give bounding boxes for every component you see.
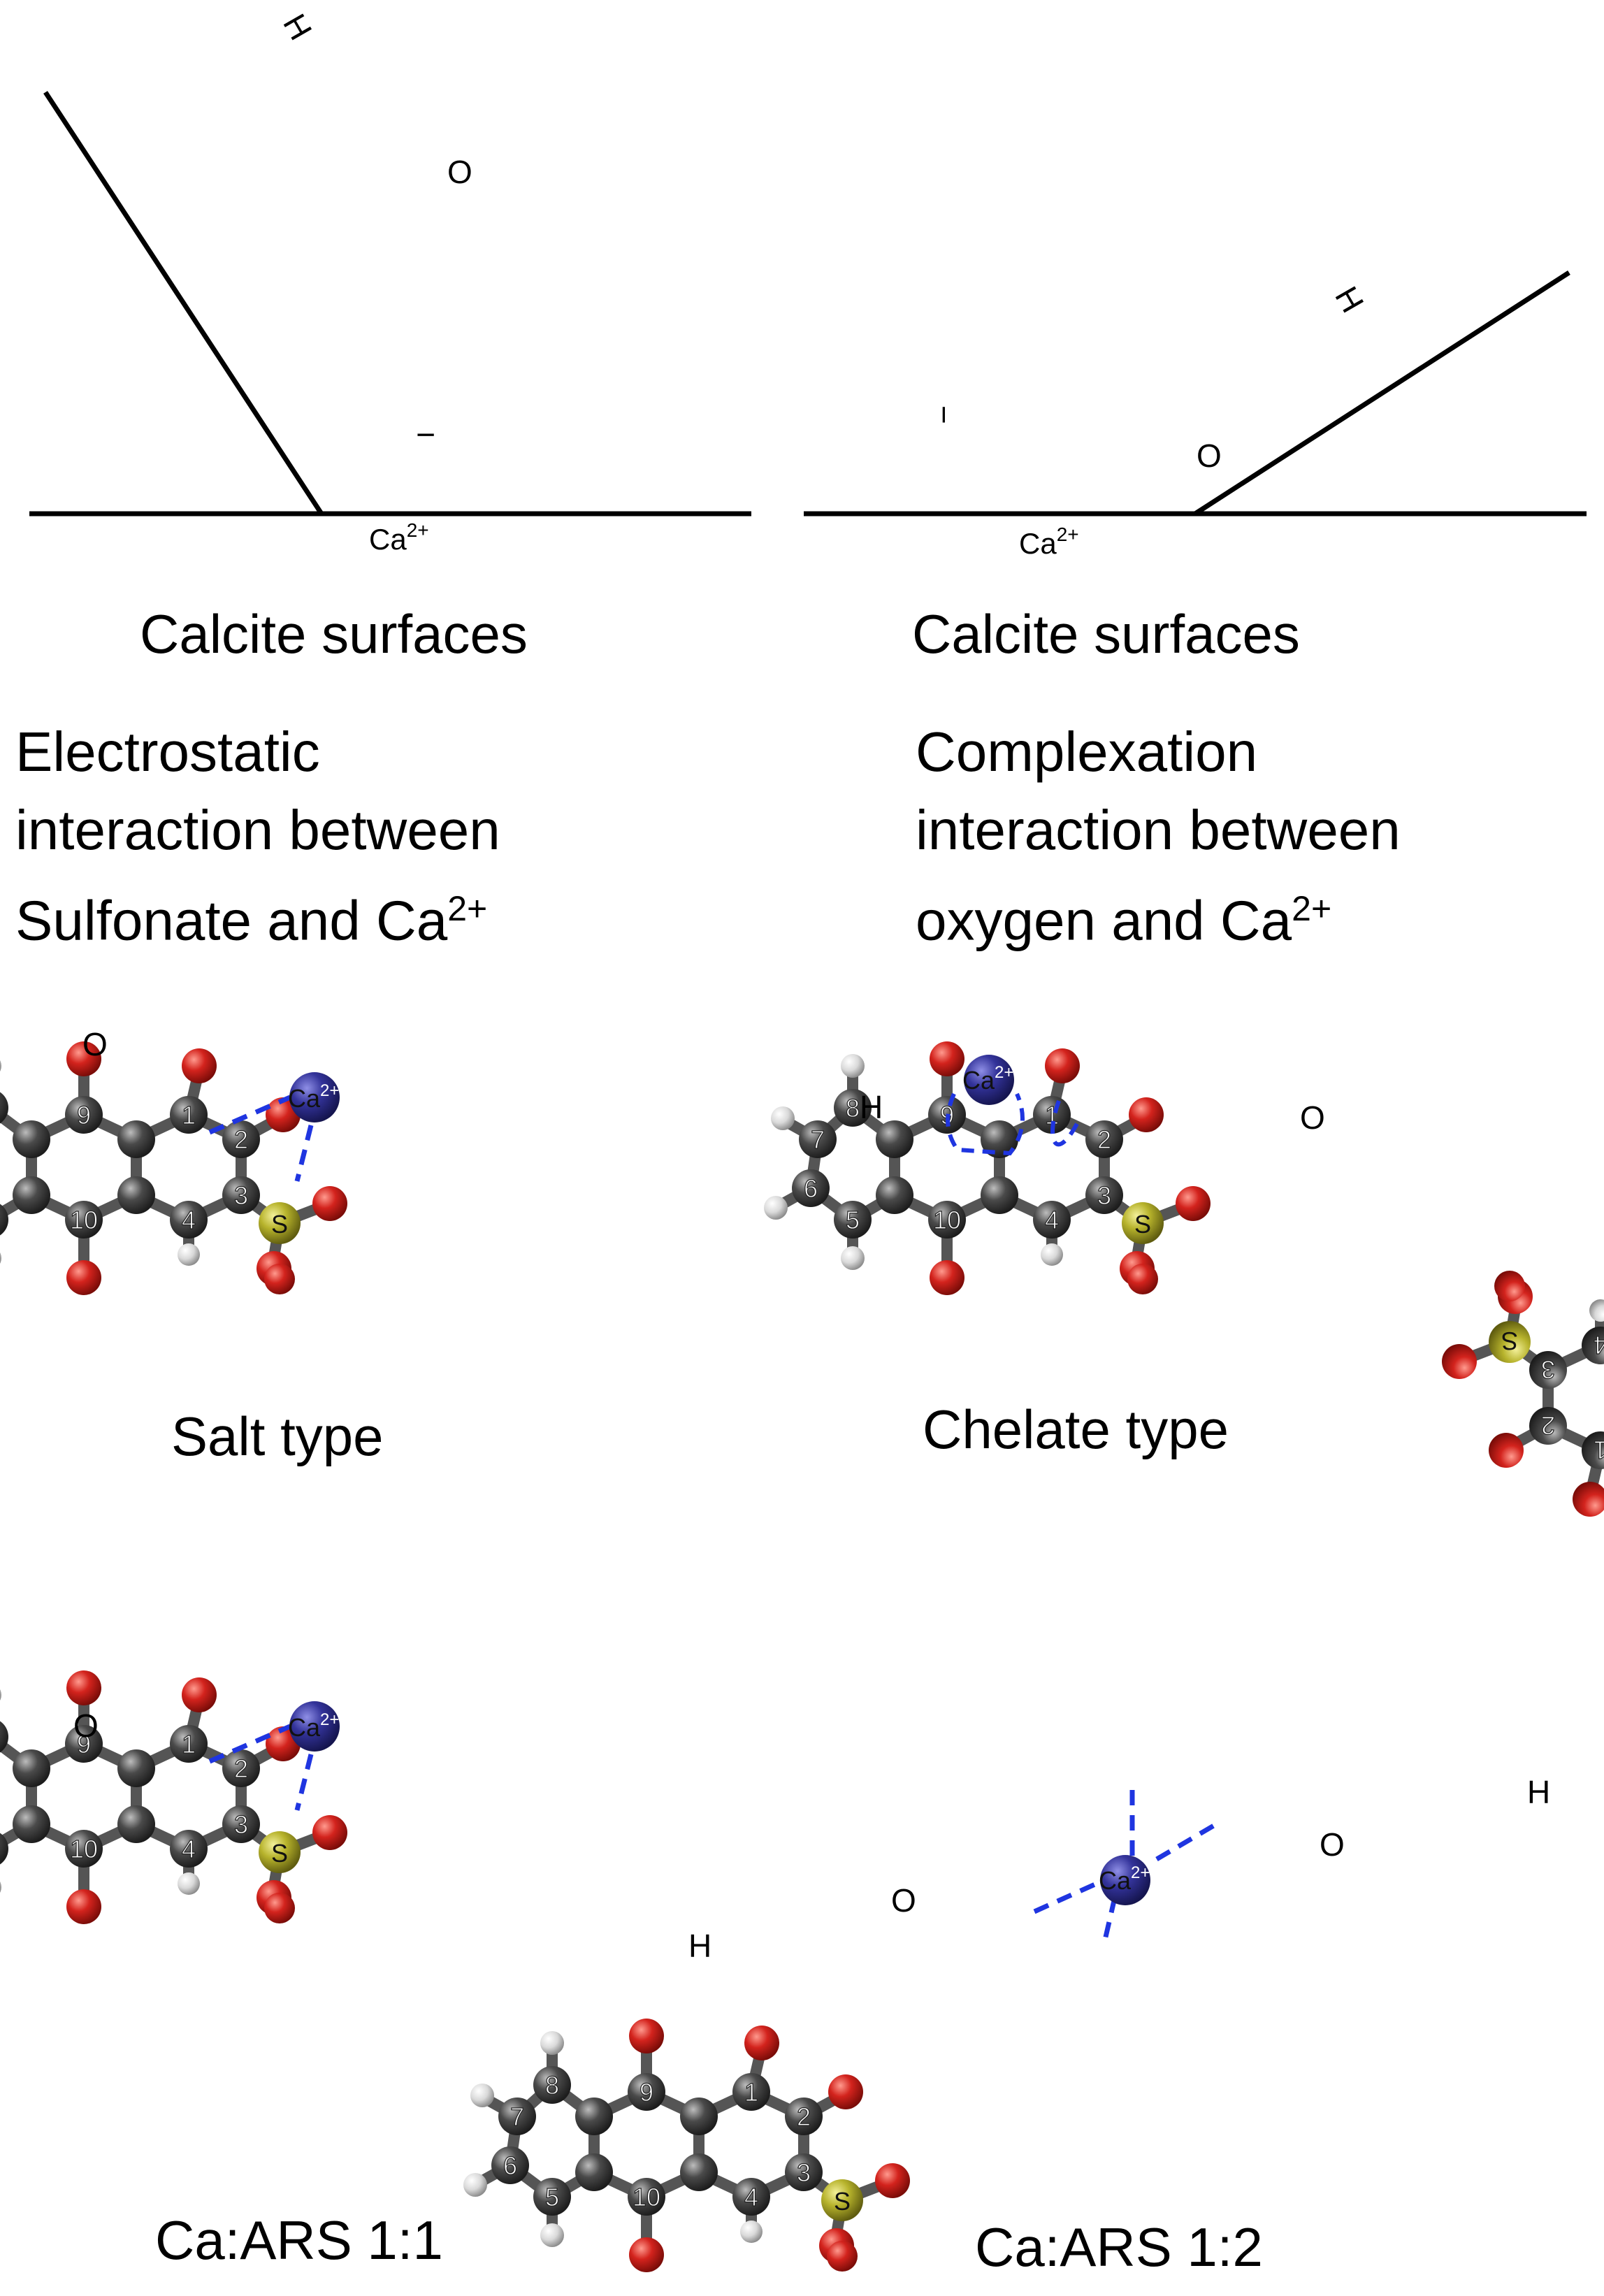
- panel-salt-type: Ca2+ O H: [0, 1026, 347, 1295]
- surface-ion-label: Ca2+: [369, 519, 429, 556]
- coordination-bond: [1050, 1099, 1082, 1147]
- ars-molecule: [0, 1041, 347, 1295]
- caption-ratio-1-2: Ca:ARS 1:2: [975, 2216, 1263, 2278]
- oxygen-label: O: [73, 1707, 99, 1744]
- desc-line: oxygen and Ca2+: [916, 889, 1332, 952]
- panel-chelate-type: Ca2+ O H: [764, 1041, 1325, 1295]
- calcium-ion-label: Ca2+: [288, 1081, 339, 1113]
- oxygen-label: O: [82, 1026, 108, 1062]
- calcium-ion-label: Ca2+: [962, 1063, 1013, 1095]
- coordination-bond: [1155, 1821, 1218, 1862]
- oxygen-label-lower: O: [891, 1882, 916, 1919]
- charge-sign: −: [416, 417, 435, 454]
- ars-molecule-lower: [463, 2019, 910, 2272]
- hydrogen-label: H: [1328, 280, 1371, 319]
- charge-sign: −: [926, 405, 962, 424]
- surface-ion-label: Ca2+: [1019, 524, 1079, 560]
- desc-line: Sulfonate and Ca2+: [15, 889, 488, 952]
- desc-line: Electrostatic: [15, 721, 320, 783]
- calcium-ion-label: Ca2+: [288, 1710, 339, 1742]
- coordination-bond: [294, 1125, 314, 1182]
- calcium-ion: [1100, 1855, 1150, 1905]
- calcium-ion: [289, 1701, 340, 1752]
- description-complexation: Complexation interaction between oxygen …: [916, 713, 1401, 960]
- ars-molecule-upper: [1442, 1270, 1604, 1524]
- coordination-bond: [208, 1095, 291, 1135]
- desc-line: interaction between: [916, 799, 1401, 861]
- caption-salt-type: Salt type: [171, 1406, 384, 1467]
- calcite-surface-slope: [43, 91, 324, 515]
- hydrogen-label: H: [860, 1089, 883, 1125]
- calcium-ion: [964, 1055, 1014, 1105]
- oxygen-label-upper: O: [1320, 1826, 1345, 1863]
- desc-line: interaction between: [15, 799, 500, 861]
- panel-ratio-1-1: Ca2+ O H: [0, 1670, 347, 1924]
- coordination-bond: [208, 1724, 291, 1764]
- hydrogen-label-lower: H: [688, 1928, 711, 1964]
- caption-chelate-type: Chelate type: [923, 1399, 1229, 1460]
- calcite-surface-slope: [1194, 270, 1570, 516]
- caption-ratio-1-1: Ca:ARS 1:1: [155, 2209, 443, 2271]
- calcium-ion-label: Ca2+: [1099, 1863, 1150, 1895]
- caption-calcite-right: Calcite surfaces: [912, 603, 1300, 665]
- hydrogen-label: H: [276, 8, 319, 46]
- coordination-bond: [294, 1754, 314, 1811]
- caption-calcite-left: Calcite surfaces: [140, 603, 528, 665]
- chelate-ring: [946, 1092, 1025, 1156]
- oxygen-label: O: [1197, 438, 1222, 474]
- panel-ratio-1-2: Ca2+ O H O H: [463, 1270, 1604, 2296]
- coordination-bond: [1101, 1897, 1118, 1944]
- panel-top-right: O H − Ca2+: [804, 270, 1587, 560]
- description-electrostatic: Electrostatic interaction between Sulfon…: [15, 713, 500, 960]
- calcium-ion: [289, 1072, 340, 1122]
- oxygen-label: O: [1300, 1099, 1325, 1136]
- desc-line: Complexation: [916, 721, 1258, 783]
- hydrogen-label-upper: H: [1527, 1774, 1550, 1810]
- ars-molecule: [0, 1670, 347, 1924]
- oxygen-label: O: [447, 154, 472, 190]
- coordination-bond: [1033, 1877, 1106, 1914]
